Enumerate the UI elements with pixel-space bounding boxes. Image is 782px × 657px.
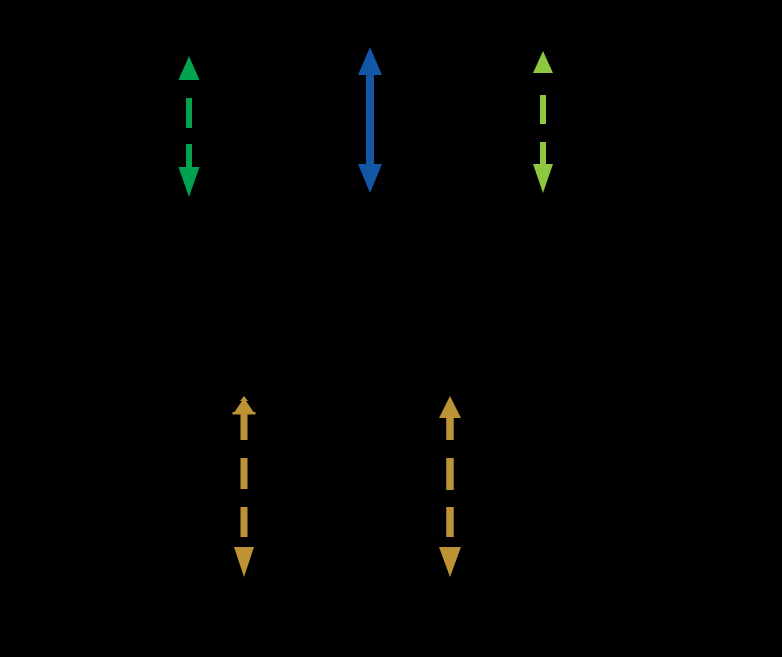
- green-dashed-double-arrow: [178, 56, 200, 197]
- yellow-green-dashed-double-arrow: [533, 51, 553, 193]
- tan-dashed-double-arrow-capped-left-rect: [232, 412, 256, 415]
- tan-dashed-double-arrow-right-tri-down: [439, 547, 461, 577]
- tan-dashed-double-arrow-capped-left-tri-down: [234, 547, 254, 577]
- blue-solid-double-arrow: [358, 47, 382, 193]
- tan-dashed-double-arrow-right-tri-up: [439, 396, 461, 418]
- tan-dashed-double-arrow-right-rect: [446, 507, 454, 537]
- green-dashed-double-arrow-rect: [186, 98, 192, 128]
- blue-solid-double-arrow-rect: [366, 73, 374, 166]
- tan-dashed-double-arrow-capped-left-rect: [240, 458, 248, 489]
- yellow-green-dashed-double-arrow-rect: [540, 142, 546, 164]
- blue-solid-double-arrow-tri-up: [358, 47, 382, 75]
- yellow-green-dashed-double-arrow-rect: [540, 95, 546, 124]
- tan-dashed-double-arrow-capped-left-tri-up: [234, 398, 254, 412]
- green-dashed-double-arrow-rect: [186, 144, 192, 167]
- blue-solid-double-arrow-tri-down: [358, 164, 382, 193]
- green-dashed-double-arrow-tri-down: [178, 167, 200, 197]
- tan-dashed-double-arrow-capped-left-rect: [240, 507, 248, 537]
- tan-dashed-double-arrow-capped-left: [232, 396, 256, 577]
- tan-dashed-double-arrow-capped-left-rect: [240, 414, 248, 440]
- tan-dashed-double-arrow-right-rect: [446, 458, 454, 490]
- tan-dashed-double-arrow-right: [439, 396, 461, 577]
- yellow-green-dashed-double-arrow-tri-down: [533, 164, 553, 193]
- tan-dashed-double-arrow-right-rect: [446, 416, 454, 440]
- yellow-green-dashed-double-arrow-tri-up: [533, 51, 553, 73]
- green-dashed-double-arrow-tri-up: [178, 56, 200, 80]
